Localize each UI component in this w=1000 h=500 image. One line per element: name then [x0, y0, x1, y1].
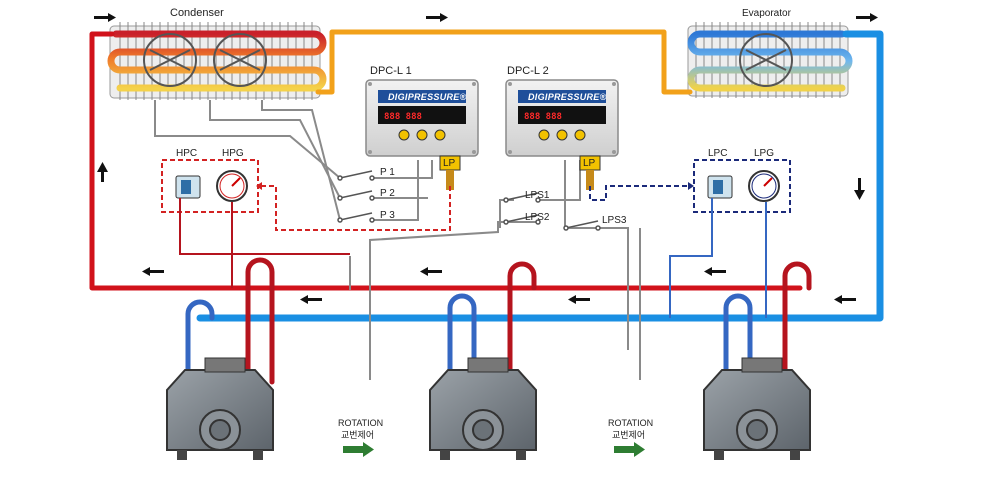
- dpcl2-lp-label: LP: [583, 158, 596, 169]
- green-arrow-icon: [343, 442, 374, 457]
- rotation-kr-label-1: 교번제어: [341, 430, 374, 440]
- condenser-fan: [143, 33, 267, 87]
- hpg-label: HPG: [222, 148, 244, 159]
- green-arrow-icon: [614, 442, 645, 457]
- p2-label: P 2: [380, 188, 395, 199]
- arrow-icon: [568, 295, 590, 304]
- arrow-icon: [426, 13, 448, 22]
- dpcl1-controller: [365, 79, 479, 190]
- compressor-icon: [703, 357, 811, 460]
- condenser-label: Condenser: [170, 7, 224, 19]
- lpc-label: LPC: [708, 148, 727, 159]
- rotation-kr-label-2: 교번제어: [612, 430, 645, 440]
- signal-wires: [154, 100, 641, 380]
- evaporator-fan: [739, 33, 793, 87]
- pressure-switches: [337, 170, 601, 231]
- arrow-icon: [97, 162, 108, 182]
- gauge-icon: [216, 170, 248, 202]
- p3-label: P 3: [380, 210, 395, 221]
- compressor-icon: [166, 357, 274, 460]
- arrow-icon: [142, 267, 164, 276]
- dpcl1-label: DPC-L 1: [370, 65, 412, 77]
- dpcl1-brand: DIGIPRESSURE®: [388, 92, 467, 102]
- dpcl1-lp-label: LP: [443, 158, 456, 169]
- arrow-icon: [834, 295, 856, 304]
- dpcl2-brand: DIGIPRESSURE®: [528, 92, 607, 102]
- arrow-icon: [704, 267, 726, 276]
- dpcl2-label: DPC-L 2: [507, 65, 549, 77]
- hpc-label: HPC: [176, 148, 197, 159]
- arrow-icon: [856, 13, 878, 22]
- compressor-connections: [185, 257, 812, 385]
- lps3-label: LPS3: [602, 215, 627, 226]
- flow-arrows: [94, 13, 878, 304]
- lp-switch-gauge-box: [589, 159, 791, 318]
- condenser: [107, 22, 327, 100]
- main-pipes: [89, 29, 884, 322]
- lps1-label: LPS1: [525, 190, 550, 201]
- arrow-icon: [420, 267, 442, 276]
- rotation-label-1: ROTATION: [338, 418, 383, 428]
- condenser-coil: [107, 30, 327, 92]
- arrow-icon: [94, 13, 116, 22]
- evaporator-label: Evaporator: [742, 8, 792, 19]
- lpg-label: LPG: [754, 148, 774, 159]
- rotation-label-2: ROTATION: [608, 418, 653, 428]
- p1-label: P 1: [380, 167, 395, 178]
- arrow-icon: [300, 295, 322, 304]
- dpcl1-led: 888 888: [384, 112, 422, 122]
- arrow-icon: [854, 178, 865, 200]
- dpcl2-led: 888 888: [524, 112, 562, 122]
- compressor-icon: [429, 357, 537, 460]
- suction-line: [196, 30, 884, 322]
- dpcl2-controller: [505, 79, 619, 190]
- evaporator: [687, 22, 853, 98]
- gauge-icon: [748, 170, 780, 202]
- lps2-label: LPS2: [525, 212, 550, 223]
- liquid-line: [315, 29, 693, 95]
- hp-switch-gauge-box: [161, 159, 451, 288]
- discharge-line: [89, 31, 803, 291]
